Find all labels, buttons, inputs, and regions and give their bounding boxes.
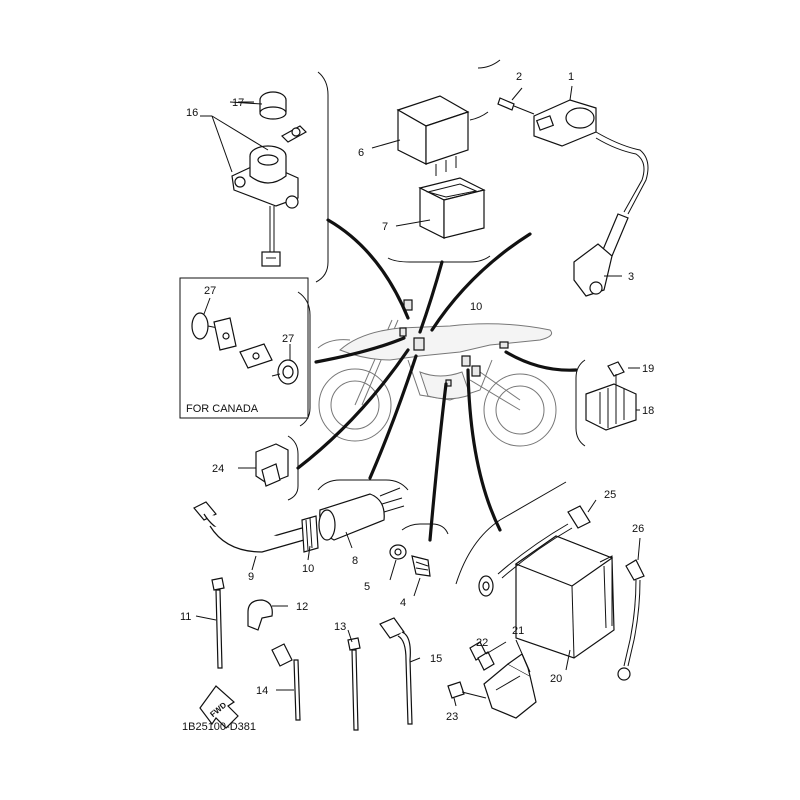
canada-label: FOR CANADA (186, 403, 259, 415)
wire-harness (193, 487, 405, 571)
main-switch-assembly (200, 91, 307, 267)
callout-13: 13 (334, 621, 346, 633)
callout-16: 16 (186, 107, 198, 119)
cable-ties (195, 577, 421, 731)
rectifier-regulator (585, 361, 640, 431)
callout-21: 21 (512, 625, 524, 637)
callout-26: 26 (632, 523, 644, 535)
callout-15: 15 (430, 653, 442, 665)
callout-10-harness: 10 (302, 563, 314, 575)
callout-10-bike: 10 (470, 301, 482, 313)
callout-27-right: 27 (282, 333, 294, 345)
callout-numbers: 1 2 3 4 5 6 7 8 9 10 10 11 12 13 14 15 1… (180, 71, 654, 723)
callout-19: 19 (642, 363, 654, 375)
callout-14: 14 (256, 685, 268, 697)
callout-1: 1 (568, 71, 574, 83)
callout-4: 4 (400, 597, 406, 609)
canada-parts (191, 297, 299, 385)
callout-23: 23 (446, 711, 458, 723)
callout-9: 9 (248, 571, 254, 583)
connection-arcs (296, 218, 578, 542)
fwd-arrow: FWD (199, 685, 239, 729)
battery-assembly (478, 499, 645, 681)
callout-22: 22 (476, 637, 488, 649)
relay-assembly (371, 95, 486, 239)
callout-5: 5 (364, 581, 370, 593)
callout-20: 20 (550, 673, 562, 685)
callout-11: 11 (180, 611, 191, 623)
callout-17: 17 (232, 97, 244, 109)
connector-24 (238, 443, 289, 487)
callout-24: 24 (212, 463, 224, 475)
fuse-assembly (447, 639, 537, 719)
diagram-code: 1B25100-D381 (182, 721, 256, 733)
callout-18: 18 (642, 405, 654, 417)
callout-3: 3 (628, 271, 634, 283)
ignition-coil-assembly (497, 85, 649, 297)
group-brackets (179, 59, 586, 585)
callout-8: 8 (352, 555, 358, 567)
neutral-switch (389, 544, 431, 597)
callout-7: 7 (382, 221, 388, 233)
callout-12: 12 (296, 601, 308, 613)
callout-27-top: 27 (204, 285, 216, 297)
callout-6: 6 (358, 147, 364, 159)
callout-2: 2 (516, 71, 522, 83)
callout-25: 25 (604, 489, 616, 501)
